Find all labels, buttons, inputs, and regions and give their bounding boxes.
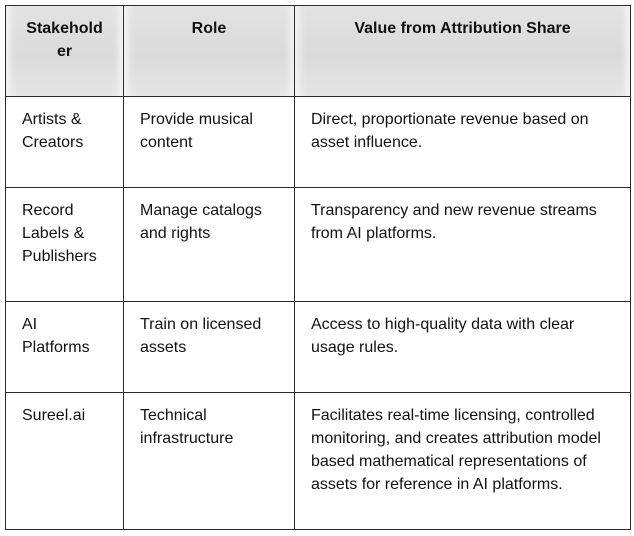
table-row: Record Labels & Publishers Manage catalo… [5,187,631,302]
header-row: Stakehold er Role Value from Attribution… [5,5,631,97]
stakeholder-text: Sureel.ai [22,407,86,424]
role-text: Technical infrastructure [140,407,234,447]
stakeholder-text: Artists & Creators [22,111,84,151]
header-role-label: Role [191,20,227,37]
stakeholder-cell: Record Labels & Publishers [5,187,124,302]
value-text: Facilitates real-time licensing, control… [311,407,601,493]
table-row: AI Platforms Train on licensed assets Ac… [5,301,631,393]
role-text: Provide musical content [140,111,253,151]
role-cell: Technical infrastructure [123,392,295,530]
stakeholder-table: Stakehold er Role Value from Attribution… [5,5,631,530]
role-cell: Train on licensed assets [123,301,295,393]
stakeholder-cell: Sureel.ai [5,392,124,530]
value-text: Access to high-quality data with clear u… [311,316,575,356]
value-text: Direct, proportionate revenue based on a… [311,111,589,151]
value-cell: Transparency and new revenue streams fro… [294,187,631,302]
stakeholder-text: Record Labels & Publishers [22,202,97,265]
role-text: Manage catalogs and rights [140,202,262,242]
header-stakeholder-label: Stakehold er [26,20,103,60]
stakeholder-cell: AI Platforms [5,301,124,393]
header-value-label: Value from Attribution Share [354,20,571,37]
role-text: Train on licensed assets [140,316,262,356]
stakeholder-cell: Artists & Creators [5,96,124,188]
header-role: Role [123,5,295,97]
value-text: Transparency and new revenue streams fro… [311,202,597,242]
role-cell: Provide musical content [123,96,295,188]
table-row: Artists & Creators Provide musical conte… [5,96,631,188]
header-stakeholder: Stakehold er [5,5,124,97]
value-cell: Facilitates real-time licensing, control… [294,392,631,530]
role-cell: Manage catalogs and rights [123,187,295,302]
table-body: Artists & Creators Provide musical conte… [5,96,631,530]
table-row: Sureel.ai Technical infrastructure Facil… [5,392,631,530]
value-cell: Direct, proportionate revenue based on a… [294,96,631,188]
table-header: Stakehold er Role Value from Attribution… [5,5,631,97]
value-cell: Access to high-quality data with clear u… [294,301,631,393]
header-value: Value from Attribution Share [294,5,631,97]
stakeholder-text: AI Platforms [22,316,90,356]
